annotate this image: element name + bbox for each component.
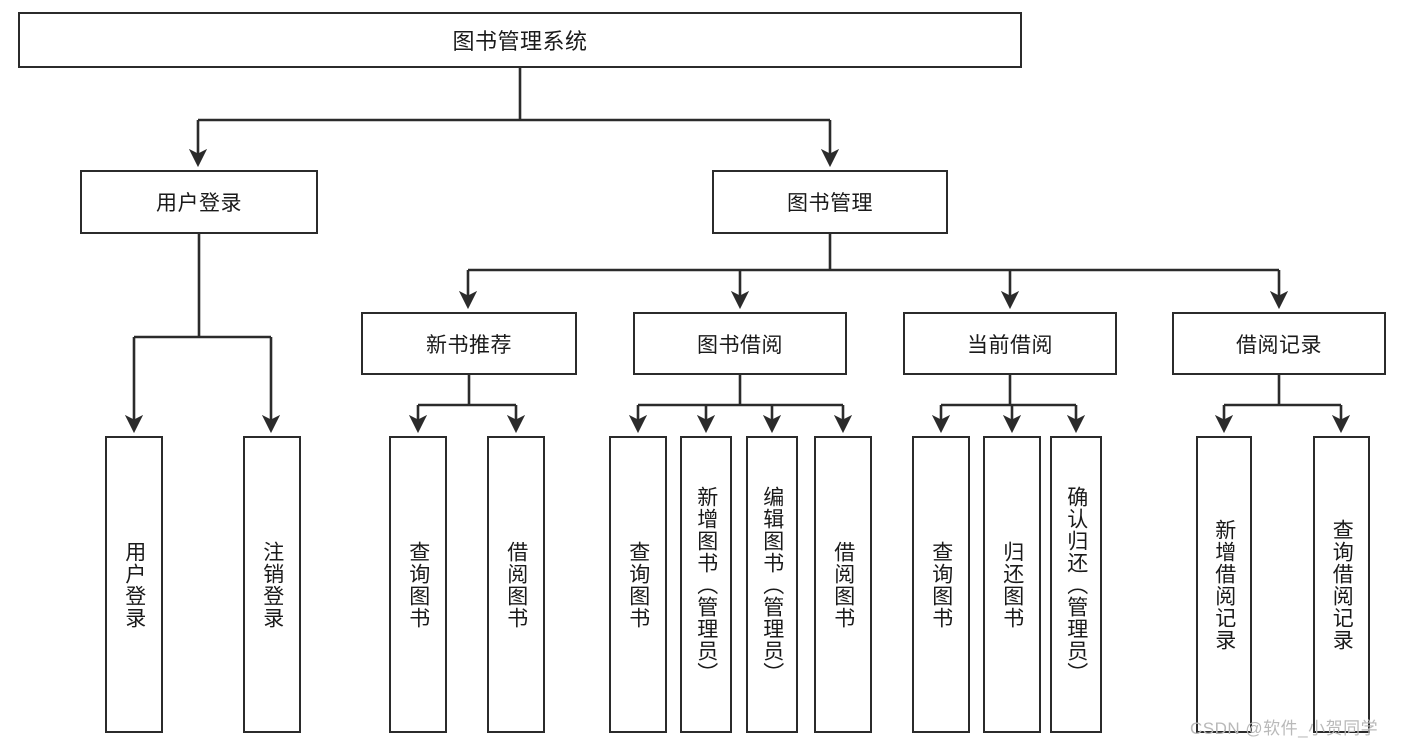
leaf-add-borrow-record-label: 新增借阅记录 [1212, 518, 1236, 651]
leaf-borrow-book-recommend[interactable]: 借阅图书 [487, 436, 545, 733]
node-book-management-label: 图书管理 [787, 192, 873, 215]
leaf-query-book-borrow[interactable]: 查询图书 [609, 436, 667, 733]
node-user-login[interactable]: 用户登录 [80, 170, 318, 234]
node-current-borrow-label: 当前借阅 [967, 333, 1053, 357]
leaf-edit-book-admin[interactable]: 编辑图书（管理员） [746, 436, 798, 733]
csdn-watermark: CSDN @软件_小贺同学 [1190, 719, 1379, 738]
leaf-confirm-return-admin[interactable]: 确认归还（管理员） [1050, 436, 1102, 733]
leaf-return-book-label: 归还图书 [1000, 540, 1024, 629]
node-root-label: 图书管理系统 [452, 29, 588, 54]
leaf-return-book[interactable]: 归还图书 [983, 436, 1041, 733]
leaf-add-borrow-record[interactable]: 新增借阅记录 [1196, 436, 1252, 733]
leaf-query-book-borrow-label: 查询图书 [626, 540, 650, 629]
node-book-borrow-label: 图书借阅 [697, 333, 783, 357]
leaf-query-book-current-label: 查询图书 [929, 540, 953, 629]
leaf-logout-label: 注销登录 [260, 540, 284, 629]
leaf-query-book-recommend-label: 查询图书 [406, 540, 430, 629]
leaf-edit-book-admin-label: 编辑图书（管理员） [760, 485, 784, 684]
node-borrow-record-label: 借阅记录 [1236, 333, 1322, 357]
leaf-add-book-admin[interactable]: 新增图书（管理员） [680, 436, 732, 733]
node-borrow-record[interactable]: 借阅记录 [1172, 312, 1386, 375]
leaf-confirm-return-admin-label: 确认归还（管理员） [1064, 485, 1088, 684]
leaf-query-book-current[interactable]: 查询图书 [912, 436, 970, 733]
node-book-borrow[interactable]: 图书借阅 [633, 312, 847, 375]
leaf-user-login[interactable]: 用户登录 [105, 436, 163, 733]
leaf-borrow-book-label: 借阅图书 [831, 540, 855, 629]
node-current-borrow[interactable]: 当前借阅 [903, 312, 1117, 375]
node-book-management[interactable]: 图书管理 [712, 170, 948, 234]
leaf-borrow-book[interactable]: 借阅图书 [814, 436, 872, 733]
node-new-book-recommend[interactable]: 新书推荐 [361, 312, 577, 375]
node-root[interactable]: 图书管理系统 [18, 12, 1022, 68]
leaf-query-borrow-record-label: 查询借阅记录 [1330, 518, 1354, 651]
leaf-logout[interactable]: 注销登录 [243, 436, 301, 733]
leaf-add-book-admin-label: 新增图书（管理员） [694, 485, 718, 684]
leaf-query-borrow-record[interactable]: 查询借阅记录 [1313, 436, 1370, 733]
node-new-book-recommend-label: 新书推荐 [426, 333, 512, 357]
leaf-borrow-book-recommend-label: 借阅图书 [504, 540, 528, 629]
leaf-user-login-label: 用户登录 [122, 540, 146, 629]
leaf-query-book-recommend[interactable]: 查询图书 [389, 436, 447, 733]
node-user-login-label: 用户登录 [156, 192, 242, 215]
